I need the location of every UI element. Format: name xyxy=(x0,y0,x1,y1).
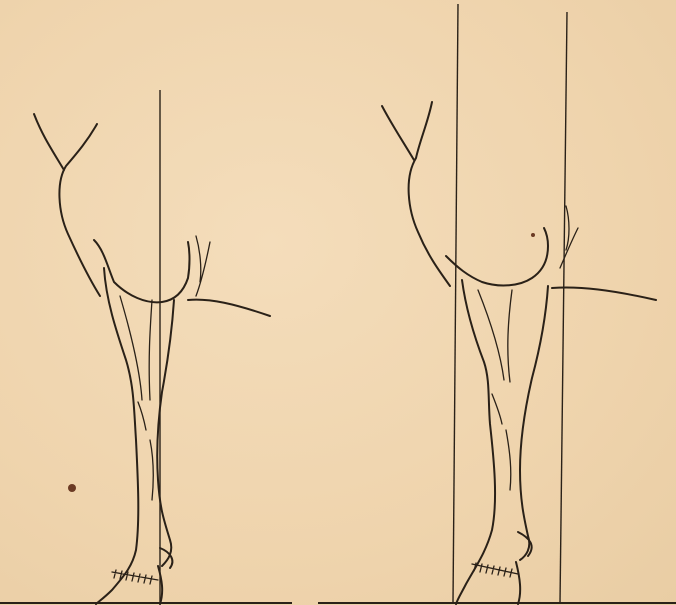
coronet-hatch-right xyxy=(472,563,518,577)
paper-speck xyxy=(68,484,76,492)
leg-back-right xyxy=(516,286,548,604)
left-leg-figure xyxy=(0,90,292,604)
flank-line-right xyxy=(552,288,656,301)
plumb-line-front xyxy=(453,4,458,603)
right-leg-figure xyxy=(318,4,676,604)
body-outline-left xyxy=(34,114,100,296)
flank-detail-left xyxy=(196,236,210,296)
tendon-lines-right xyxy=(478,290,512,490)
flank-line-left xyxy=(188,300,270,316)
leg-outline-left xyxy=(96,268,138,604)
body-outline-right xyxy=(382,102,450,286)
flank-detail-right xyxy=(560,206,578,268)
leg-outline-right xyxy=(456,280,495,604)
stifle-curve-left xyxy=(94,240,190,302)
plumb-line-rear xyxy=(560,12,567,603)
paper-speck xyxy=(531,233,535,237)
